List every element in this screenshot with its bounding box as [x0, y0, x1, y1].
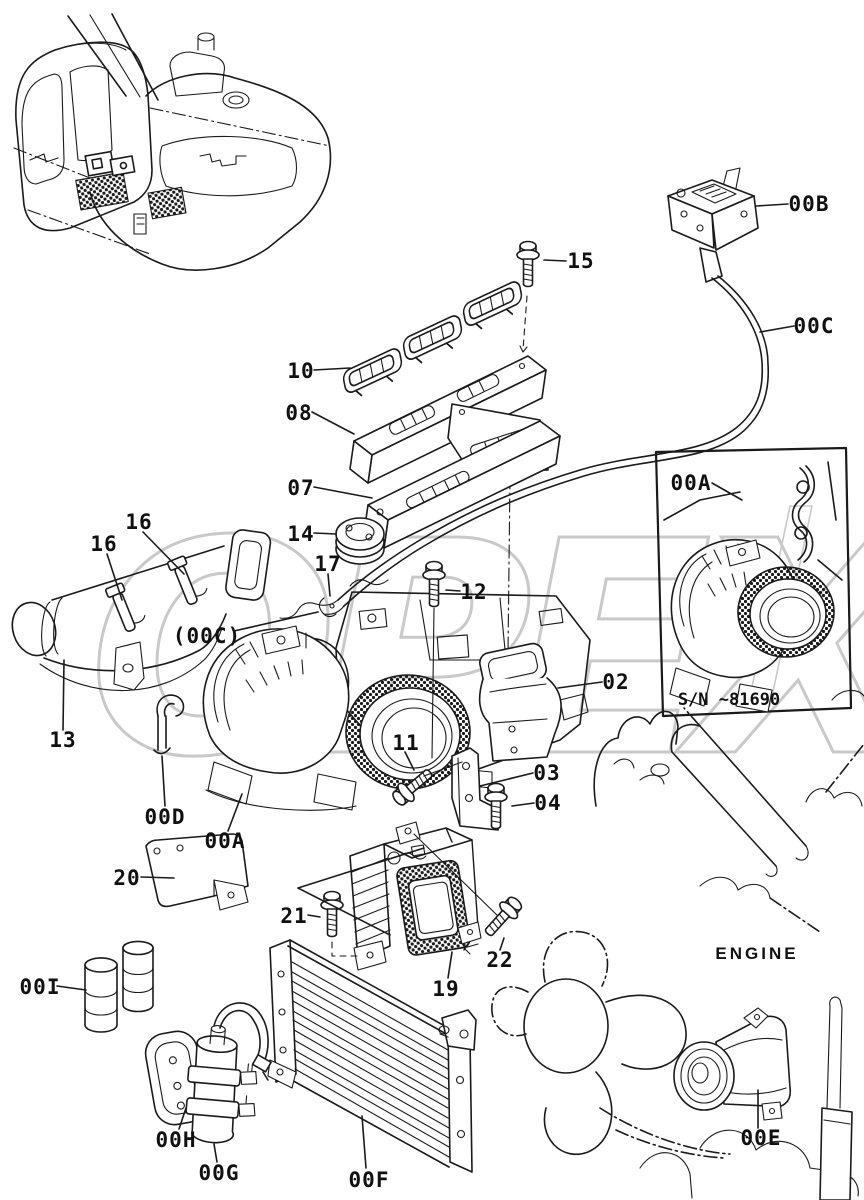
callout-00i: 00I: [19, 975, 61, 999]
callout-16-upper: 16: [125, 510, 153, 534]
callout-11: 11: [392, 731, 420, 755]
grommet-14: [335, 517, 385, 565]
callout-00f: 00F: [348, 1168, 390, 1192]
callout-21: 21: [280, 904, 308, 928]
callout-00d: 00D: [144, 805, 186, 829]
air-hose-13: [11, 529, 272, 692]
callout-00h: 00H: [155, 1128, 197, 1152]
machine-overview: [13, 13, 332, 271]
callout-03: 03: [533, 761, 561, 785]
drier-00g: [185, 1025, 258, 1144]
callout-00a-main: 00A: [204, 829, 246, 853]
leader-lines: [56, 203, 795, 1169]
harness-00c: [279, 275, 770, 619]
callout-02: 02: [602, 670, 630, 694]
callout-20: 20: [113, 866, 141, 890]
callout-08: 08: [285, 401, 313, 425]
evaporator-19: [349, 821, 503, 971]
filters-00i: [84, 940, 154, 1033]
callout-16-lower: 16: [90, 532, 118, 556]
duct-elbow-02: [478, 642, 562, 762]
switch-assy-00b: [667, 167, 759, 283]
cooling-fan: [491, 930, 731, 1155]
bolt-11: [387, 761, 463, 811]
drier-hose: [213, 1002, 272, 1081]
callout-12: 12: [460, 580, 488, 604]
callout-00a-inset: 00A: [670, 471, 712, 495]
bolt-21: [320, 890, 359, 957]
bolt-15: [516, 240, 540, 353]
inset-harness: [663, 461, 843, 581]
callout-00e: 00E: [740, 1126, 782, 1150]
engine-sketch: [593, 689, 864, 1199]
callout-13: 13: [49, 728, 77, 752]
inset-box: [654, 446, 853, 718]
dipstick-rod: [819, 996, 853, 1200]
bolt-22: [463, 892, 527, 955]
callout-22: 22: [486, 948, 514, 972]
callout-04: 04: [534, 791, 562, 815]
callout-19: 19: [432, 977, 460, 1001]
condenser-00f: [267, 939, 477, 1173]
callout-14: 14: [287, 522, 315, 546]
callout-00c-ref: (00C): [172, 624, 242, 648]
callout-serial: S/N ~81690: [677, 690, 781, 710]
harness-clamp-17: [318, 597, 337, 618]
cover-plate-20: [145, 833, 249, 911]
ref-line-00c: [507, 475, 511, 653]
callout-00g: 00G: [198, 1161, 240, 1185]
callout-00b: 00B: [788, 192, 830, 216]
pin-00d: [153, 694, 185, 755]
callout-15: 15: [567, 249, 595, 273]
callout-10: 10: [287, 359, 315, 383]
bolt-12: [422, 560, 446, 759]
callout-engine: ENGINE: [715, 944, 799, 963]
compressor-00e: [673, 1007, 792, 1121]
inset-blower-00a: [669, 538, 835, 713]
callout-17: 17: [314, 552, 342, 576]
callout-07: 07: [287, 476, 315, 500]
callout-00c: 00C: [793, 314, 835, 338]
blower-00a: [202, 625, 471, 811]
